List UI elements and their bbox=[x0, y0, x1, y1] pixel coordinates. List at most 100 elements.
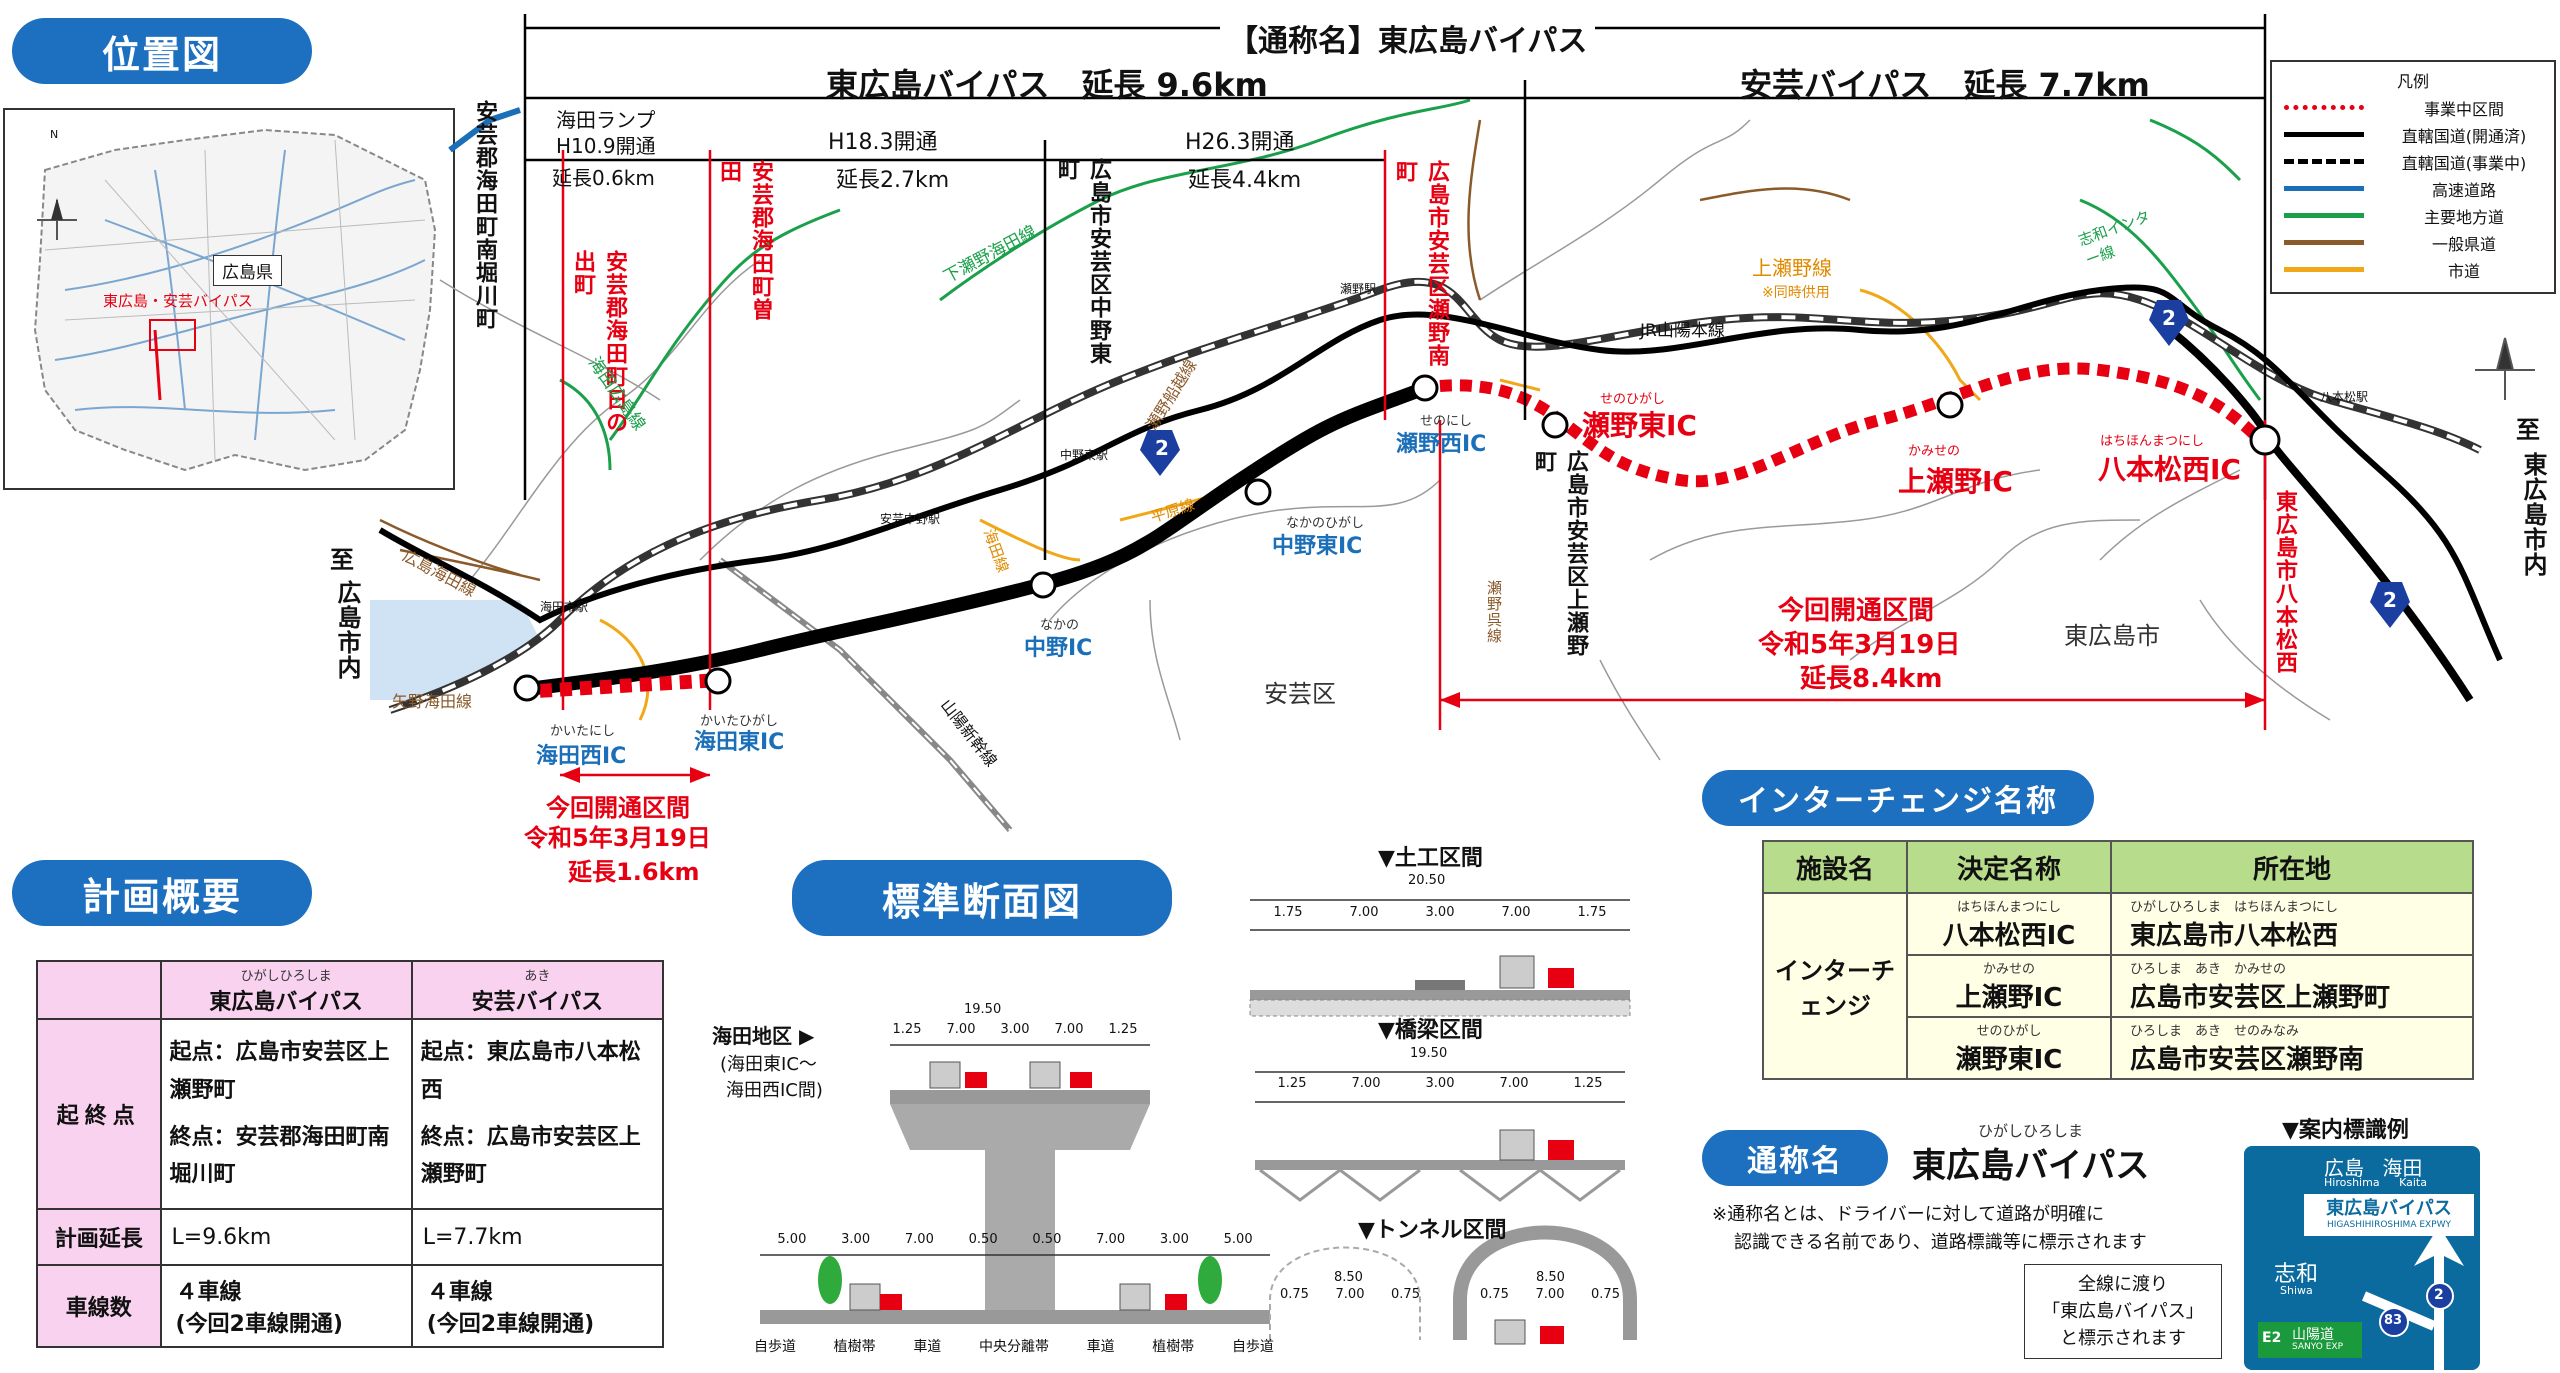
legend-item: 一般県道 bbox=[2272, 229, 2554, 256]
ic-kamiseno-ruby: かみせの bbox=[1908, 444, 1961, 459]
to-right-city: 東広島市内 bbox=[2519, 452, 2547, 577]
dimension-value: 5.00 bbox=[777, 1232, 807, 1247]
ic-hachihon-ruby: はちほんまつにし bbox=[2100, 434, 2205, 449]
ic-location: 広島市安芸区上瀬野町 bbox=[2130, 983, 2391, 1013]
dimension-value: 車道 bbox=[913, 1339, 942, 1355]
kaita-area-text: 海田地区 bbox=[712, 1024, 792, 1048]
dimension-value: 自歩道 bbox=[754, 1339, 796, 1355]
plan-lanes1-note: (今回2車線開通) bbox=[175, 1312, 343, 1337]
bridge-label: ▼橋梁区間 bbox=[1378, 1018, 1483, 1043]
plan-lanes2-cell: ４車線 (今回2車線開通) bbox=[410, 1264, 665, 1348]
dimension-value: 7.00 bbox=[1349, 905, 1379, 920]
ic-senonishi: 瀬野西IC bbox=[1396, 432, 1487, 457]
plan-len2: L=7.7km bbox=[410, 1208, 665, 1266]
dimension-value: 3.00 bbox=[1425, 905, 1455, 920]
common-name-title: 通称名 bbox=[1702, 1130, 1888, 1186]
sign-exp-panel: E2 山陽道 SANYO EXP bbox=[2258, 1322, 2362, 1358]
ic-name-cell: かみせの上瀬野IC bbox=[1906, 954, 2112, 1018]
plan-len1: L=9.6km bbox=[159, 1208, 413, 1266]
dimension-value: 1.25 bbox=[1277, 1076, 1307, 1091]
sign-arrow-svg bbox=[2362, 1226, 2464, 1370]
plan-title: 計画概要 bbox=[12, 860, 312, 926]
dimension-value: 7.00 bbox=[1054, 1022, 1084, 1037]
kaita-area-label: 海田地区 ▶ bbox=[712, 1020, 814, 1049]
to-right: 至 bbox=[2516, 416, 2540, 444]
plan-col1: ひがしひろしま 東広島バイパス bbox=[159, 960, 413, 1020]
inset-bypass-label: 東広島・安芸バイパス bbox=[103, 292, 253, 310]
aki-bp-label: 安芸バイパス 延長 7.7km bbox=[1740, 66, 2150, 104]
to-left-city: 広島市内 bbox=[333, 580, 361, 680]
earth-label: ▼土工区間 bbox=[1378, 846, 1483, 871]
common-name-ruby: ひがしひろしま bbox=[1978, 1122, 2084, 1140]
inset-north-label: N bbox=[50, 128, 59, 141]
plan-col2-ruby: あき bbox=[524, 968, 551, 984]
legend-item: 主要地方道 bbox=[2272, 202, 2554, 229]
route-2-shield-1: 2 bbox=[1155, 436, 1169, 460]
plan-row3-head: 車線数 bbox=[36, 1264, 162, 1348]
kaita-ramp-label: 海田ランプ bbox=[556, 108, 656, 132]
inset-prefecture-label: 広島県 bbox=[213, 255, 282, 286]
plan-lanes2-note: (今回2車線開通) bbox=[426, 1312, 595, 1337]
route-2-shield-3: 2 bbox=[2383, 588, 2397, 612]
ic-location-cell: ひろしま あき せのみなみ広島市安芸区瀬野南 bbox=[2110, 1016, 2474, 1080]
plan-start2: 起点：東広島市八本松西 bbox=[420, 1040, 641, 1103]
ic-facility-cell: インターチェンジ bbox=[1762, 892, 1908, 1080]
kaita-total: 19.50 bbox=[964, 1002, 1002, 1017]
higashi-bp-label: 東広島バイパス 延長 9.6km bbox=[826, 66, 1268, 104]
legend-label: 直轄国道(事業中) bbox=[2401, 153, 2527, 173]
plan-col1-ruby: ひがしひろしま bbox=[240, 968, 332, 984]
plan-lanes1-cell: ４車線 (今回2車線開通) bbox=[159, 1264, 413, 1348]
sign-city2-en: Kaita bbox=[2399, 1176, 2427, 1189]
ic-name: 瀬野東IC bbox=[1955, 1045, 2063, 1075]
ic-senohigashi: 瀬野東IC bbox=[1582, 409, 1697, 442]
kaita-arrow-icon: ▶ bbox=[798, 1024, 815, 1048]
plan-col1-label: 東広島バイパス bbox=[209, 989, 363, 1015]
ic-location-ruby: ひがしひろしま はちほんまつにし bbox=[2130, 900, 2339, 915]
ic-name-ruby: せのひがし bbox=[1976, 1024, 2042, 1039]
tunnel-section bbox=[1269, 1225, 1637, 1345]
kaita-section bbox=[760, 1044, 1270, 1324]
ic-nakano-ruby: なかの bbox=[1040, 618, 1080, 633]
sign-cities: 広島 海田 bbox=[2324, 1152, 2422, 1181]
dimension-value: 7.00 bbox=[1535, 1287, 1565, 1302]
legend-item: 直轄国道(開通済) bbox=[2272, 121, 2554, 148]
ic-kaitanishi-ruby: かいたにし bbox=[550, 724, 616, 739]
ic-location-cell: ひがしひろしま はちほんまつにし東広島市八本松西 bbox=[2110, 892, 2474, 956]
ic-location-cell: ひろしま あき かみせの広島市安芸区上瀬野町 bbox=[2110, 954, 2474, 1018]
sign-title: ▼案内標識例 bbox=[2282, 1118, 2409, 1143]
station-hachihonmatsu: 八本松駅 bbox=[2320, 390, 2369, 404]
dimension-value: 3.00 bbox=[1159, 1232, 1189, 1247]
open2-a: 今回開通区間 bbox=[1778, 596, 1935, 626]
legend-item: 事業中区間 bbox=[2272, 94, 2554, 121]
dimension-value: 1.75 bbox=[1273, 905, 1303, 920]
ic-kaitahigashi: 海田東IC bbox=[694, 730, 785, 755]
open2-c: 延長8.4km bbox=[1800, 664, 1943, 694]
dimension-value: 1.25 bbox=[892, 1022, 922, 1037]
plan-col2-label: 安芸バイパス bbox=[471, 989, 604, 1015]
earth-section bbox=[1249, 899, 1631, 1017]
dimension-value: 7.00 bbox=[1335, 1287, 1365, 1302]
sign-city1-en: Hiroshima bbox=[2324, 1176, 2380, 1189]
plan-table: ひがしひろしま 東広島バイパス あき 安芸バイパス 起終点 起点：広島市安芸区上… bbox=[36, 960, 665, 1348]
ic-names-title: インターチェンジ名称 bbox=[1702, 770, 2094, 826]
dimension-value: 0.75 bbox=[1391, 1287, 1420, 1302]
location-title: 位置図 bbox=[12, 18, 312, 84]
common-callout: 全線に渡り 「東広島バイパス」 と標示されます bbox=[2024, 1264, 2222, 1359]
dimension-value: 0.50 bbox=[1032, 1232, 1062, 1247]
common-callout2: 「東広島バイパス」 bbox=[2042, 1301, 2204, 1322]
legend-item: 高速道路 bbox=[2272, 175, 2554, 202]
legend-label: 主要地方道 bbox=[2423, 207, 2504, 227]
legend-item: 市道 bbox=[2272, 256, 2554, 283]
place-hachihon: 東広島市八本松西 bbox=[2272, 490, 2297, 674]
sign-shiwa: 志和 bbox=[2274, 1262, 2319, 1287]
sign-e2: E2 bbox=[2262, 1330, 2282, 1346]
sign-city2: 海田 bbox=[2382, 1156, 2423, 1180]
ic-kaitanishi: 海田西IC bbox=[536, 744, 627, 769]
sign-shiwa-en: Shiwa bbox=[2280, 1284, 2313, 1297]
kamiseno-line-label: 上瀬野線 bbox=[1752, 256, 1832, 280]
ic-name-ruby: かみせの bbox=[1982, 962, 2035, 977]
sign-r83: 83 bbox=[2384, 1313, 2403, 1328]
len27-label: 延長2.7km bbox=[836, 168, 950, 193]
table-row: せのひがし瀬野東IC ひろしま あき せのみなみ広島市安芸区瀬野南 bbox=[1763, 1016, 2474, 1080]
